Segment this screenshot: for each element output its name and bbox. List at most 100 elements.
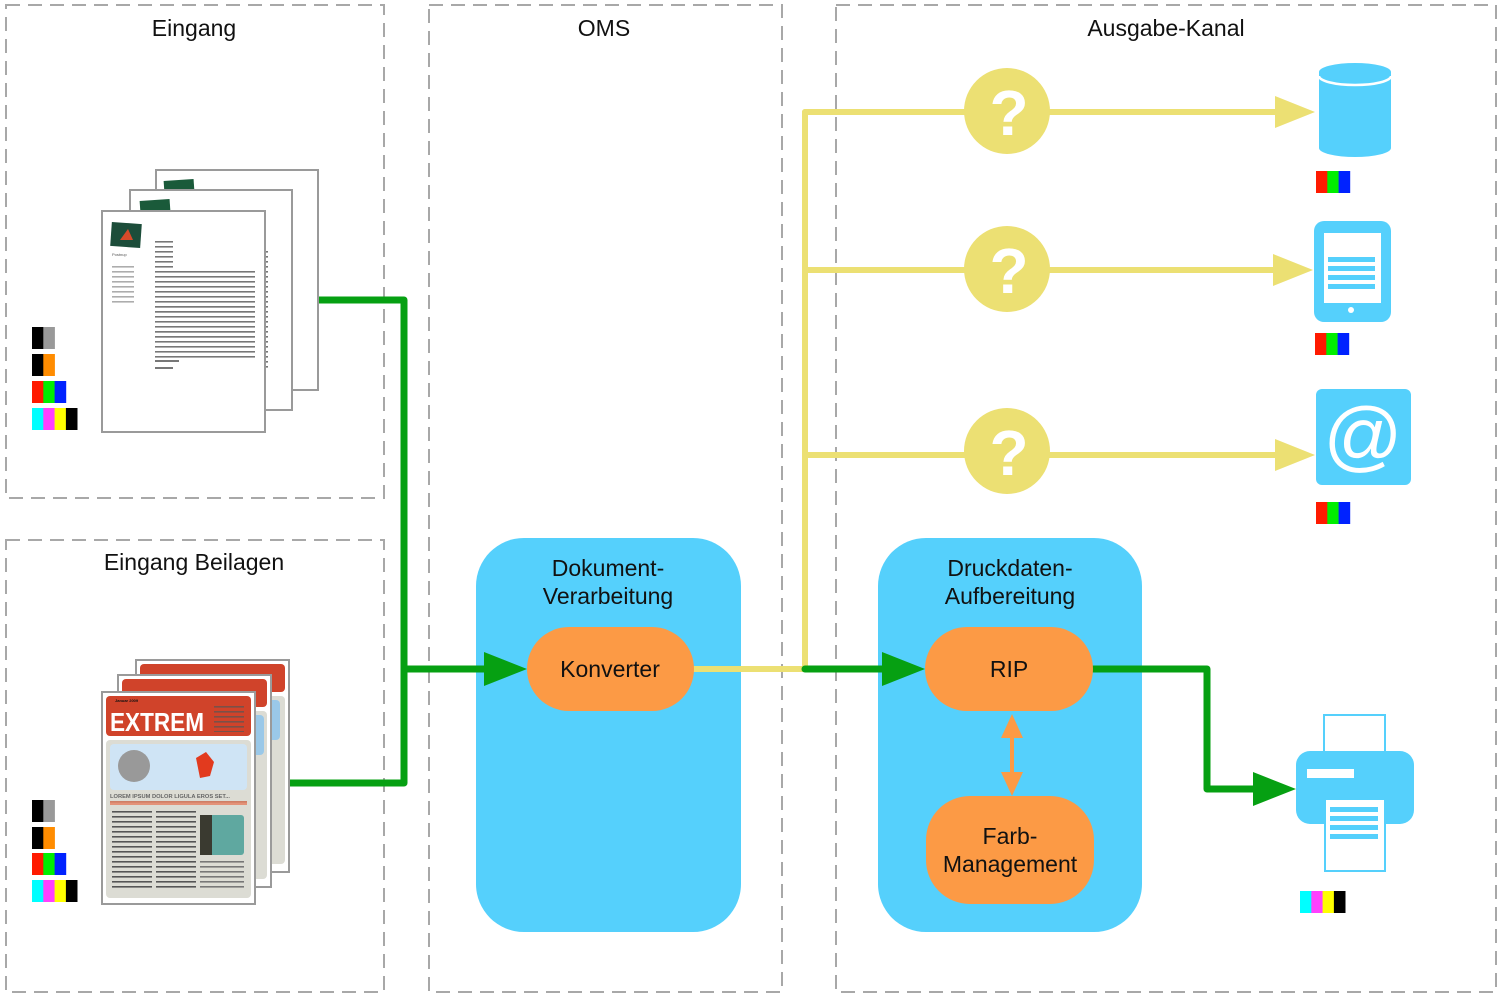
swatch-color — [43, 880, 55, 902]
decision-node-tablet[interactable]: ? — [964, 226, 1050, 312]
swatch-color — [1322, 891, 1335, 913]
arrowhead-database — [1275, 96, 1315, 128]
swatch-color — [1338, 502, 1351, 524]
brochure-stack[interactable]: Januar 2009 EXTREM LOREM IPSUM DOLOR LIG… — [101, 659, 290, 905]
rip-label: RIP — [990, 656, 1028, 682]
database-icon[interactable] — [1317, 63, 1393, 157]
zone-title-eingang-beilagen: Eingang Beilagen — [104, 549, 284, 575]
decision-node-database[interactable]: ? — [964, 68, 1050, 154]
swatch-color — [43, 381, 55, 403]
letter-page-front: Postnup — [101, 210, 266, 433]
brochure-masthead: EXTREM — [110, 707, 204, 737]
zone-title-oms: OMS — [578, 15, 630, 41]
at-sign: @ — [1323, 391, 1402, 479]
swatch-color — [1326, 333, 1338, 355]
swatch-color — [43, 327, 55, 349]
swatch-color — [1316, 171, 1328, 193]
swatch-color — [54, 853, 67, 875]
tablet-rgb-swatch — [1315, 333, 1350, 355]
yellow-arrowheads — [1273, 96, 1315, 471]
swatch-color — [1315, 333, 1327, 355]
cmyk-swatch — [32, 408, 78, 430]
swatch-color — [32, 827, 44, 849]
swatch-color — [1311, 891, 1323, 913]
flow-eingang-to-konverter — [289, 296, 504, 673]
rgb-swatch — [32, 853, 67, 875]
swatch-color — [32, 880, 44, 902]
swatch-color — [32, 381, 44, 403]
arrowhead-printer — [1253, 772, 1296, 806]
printer-cmyk-swatch — [1300, 891, 1346, 913]
question-icon: ? — [989, 77, 1028, 149]
node-konverter[interactable]: Konverter — [527, 627, 694, 711]
swatch-color — [32, 354, 44, 376]
swatch-color — [32, 853, 44, 875]
color-swatches — [32, 171, 1351, 913]
swatch-color — [32, 408, 44, 430]
swatch-color — [1338, 171, 1351, 193]
process-box-dokument-verarbeitung[interactable]: Dokument- Verarbeitung — [476, 538, 741, 932]
swatch-color — [1337, 333, 1350, 355]
arrowhead-konverter — [484, 652, 527, 686]
swatch-color — [43, 800, 55, 822]
swatch-color — [1327, 502, 1339, 524]
swatch-color — [1316, 502, 1328, 524]
flow-rip-to-printer — [1088, 665, 1264, 793]
email-icon[interactable]: @ — [1316, 389, 1411, 485]
swatch-color — [43, 853, 55, 875]
swatch-color — [32, 327, 44, 349]
spot-color-swatch — [32, 354, 55, 376]
bidirectional-arrow-rip-farbmanagement — [1001, 714, 1023, 796]
swatch-color — [54, 381, 67, 403]
question-icon: ? — [989, 417, 1028, 489]
email-rgb-swatch — [1316, 502, 1351, 524]
dokument-title-line1: Dokument- — [552, 555, 664, 581]
database-rgb-swatch — [1316, 171, 1351, 193]
grayscale-swatch — [32, 327, 55, 349]
swatch-color — [1300, 891, 1312, 913]
letter-heading: Postnup — [112, 252, 127, 257]
arrowhead-email — [1275, 439, 1315, 471]
swatch-color — [32, 800, 44, 822]
spot-color-swatch — [32, 827, 55, 849]
zone-ausgabe-kanal: Ausgabe-Kanal — [835, 4, 1497, 993]
swatch-color — [65, 408, 78, 430]
flow-beilagen-to-merge — [268, 665, 408, 787]
cmyk-swatch — [32, 880, 78, 902]
printer-icon[interactable] — [1296, 714, 1414, 872]
farbmanagement-label-line2: Management — [943, 851, 1078, 877]
green-arrowheads — [484, 652, 1296, 806]
letter-stack[interactable]: Postnup — [101, 169, 319, 433]
tablet-icon[interactable] — [1314, 221, 1391, 322]
swatch-color — [54, 880, 67, 902]
swatch-color — [1333, 891, 1346, 913]
farbmanagement-label-line1: Farb- — [983, 823, 1038, 849]
arrowhead-tablet — [1273, 254, 1313, 286]
node-rip[interactable]: RIP — [925, 627, 1093, 711]
swatch-color — [54, 408, 67, 430]
zone-title-ausgabe-kanal: Ausgabe-Kanal — [1087, 15, 1244, 41]
konverter-label: Konverter — [560, 656, 660, 682]
swatch-color — [43, 408, 55, 430]
grayscale-swatch — [32, 800, 55, 822]
swatch-color — [43, 354, 55, 376]
druckdaten-title-line1: Druckdaten- — [947, 555, 1072, 581]
druckdaten-title-line2: Aufbereitung — [945, 583, 1075, 609]
swatch-color — [43, 827, 55, 849]
zone-eingang: Eingang — [5, 4, 385, 499]
brochure-issue: Januar 2009 — [115, 698, 139, 703]
swatch-color — [65, 880, 78, 902]
decision-node-email[interactable]: ? — [964, 408, 1050, 494]
question-icon: ? — [989, 235, 1028, 307]
swatch-color — [1327, 171, 1339, 193]
brochure-page-front: Januar 2009 EXTREM LOREM IPSUM DOLOR LIG… — [101, 691, 256, 905]
arrowhead-rip — [882, 652, 925, 686]
zone-eingang-beilagen: Eingang Beilagen — [5, 539, 385, 993]
zone-title-eingang: Eingang — [152, 15, 236, 41]
brochure-headline: LOREM IPSUM DOLOR LIGULA EROS SET... — [110, 794, 231, 800]
node-farbmanagement[interactable]: Farb- Management — [926, 796, 1094, 904]
dokument-title-line2: Verarbeitung — [543, 583, 673, 609]
rgb-swatch — [32, 381, 67, 403]
zone-oms: OMS — [428, 4, 783, 993]
